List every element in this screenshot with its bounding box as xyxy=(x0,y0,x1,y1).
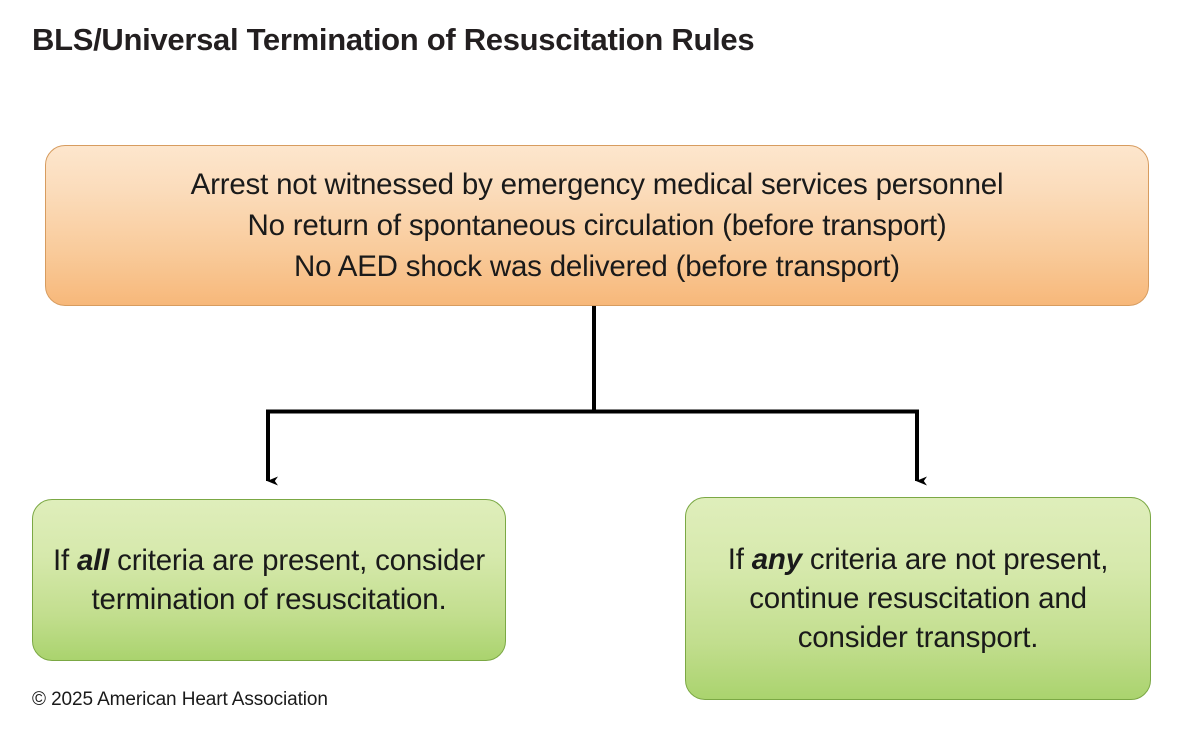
outcome-any-text: If any criteria are not present, continu… xyxy=(686,540,1150,657)
outcome-any-emphasis: any xyxy=(751,543,802,576)
copyright-notice: © 2025 American Heart Association xyxy=(32,689,328,710)
criteria-line-1: Arrest not witnessed by emergency medica… xyxy=(190,168,1004,201)
outcome-any-node: If any criteria are not present, continu… xyxy=(685,497,1151,700)
outcome-all-node: If all criteria are present, consider te… xyxy=(32,499,506,661)
page-title: BLS/Universal Termination of Resuscitati… xyxy=(32,22,755,57)
outcome-all-text: If all criteria are present, consider te… xyxy=(33,541,505,619)
criteria-node: Arrest not witnessed by emergency medica… xyxy=(45,145,1149,306)
outcome-all-emphasis: all xyxy=(76,544,110,577)
criteria-node-text: Arrest not witnessed by emergency medica… xyxy=(181,164,1014,287)
outcome-any-prefix: If xyxy=(727,543,752,576)
criteria-line-3: No AED shock was delivered (before trans… xyxy=(294,250,900,283)
outcome-all-suffix: criteria are present, consider terminati… xyxy=(91,544,486,616)
outcome-all-prefix: If xyxy=(52,544,77,577)
criteria-line-2: No return of spontaneous circulation (be… xyxy=(247,209,947,242)
outcome-any-suffix: criteria are not present, continue resus… xyxy=(749,543,1109,654)
